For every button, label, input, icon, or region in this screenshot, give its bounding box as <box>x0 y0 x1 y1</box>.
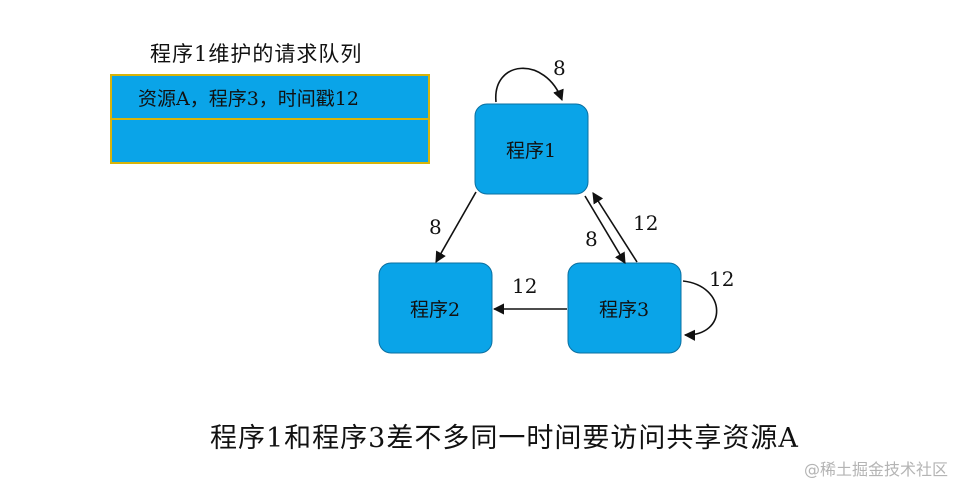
node-program-2: 程序2 <box>378 262 493 354</box>
node-label: 程序1 <box>506 140 556 162</box>
edge-p3-self-loop <box>682 280 718 341</box>
caption: 程序1和程序3差不多同一时间要访问共享资源A <box>210 423 799 454</box>
edge-label-p1-to-p3: 8 <box>585 227 598 251</box>
edge-label-p3-self: 12 <box>709 267 734 291</box>
node-program-3: 程序3 <box>567 262 682 354</box>
edge-label-p1-self: 8 <box>553 56 566 80</box>
watermark: @稀土掘金技术社区 <box>804 460 949 479</box>
request-queue-table: 资源A，程序3，时间戳12 <box>110 74 430 164</box>
edge-label-p3-to-p1: 12 <box>633 211 658 235</box>
node-label: 程序2 <box>410 299 460 321</box>
edge-label-p1-to-p2: 8 <box>429 215 442 239</box>
edge-p1-self-loop <box>495 67 564 103</box>
edge-label-p3-to-p2: 12 <box>512 274 537 298</box>
queue-title: 程序1维护的请求队列 <box>150 42 363 66</box>
edge-p1-to-p3 <box>584 195 626 264</box>
edge-p3-to-p1 <box>592 192 638 263</box>
node-program-1: 程序1 <box>474 103 589 195</box>
node-label: 程序3 <box>599 299 649 321</box>
edge-p1-to-p2 <box>435 191 477 263</box>
queue-row: 资源A，程序3，时间戳12 <box>112 76 428 120</box>
